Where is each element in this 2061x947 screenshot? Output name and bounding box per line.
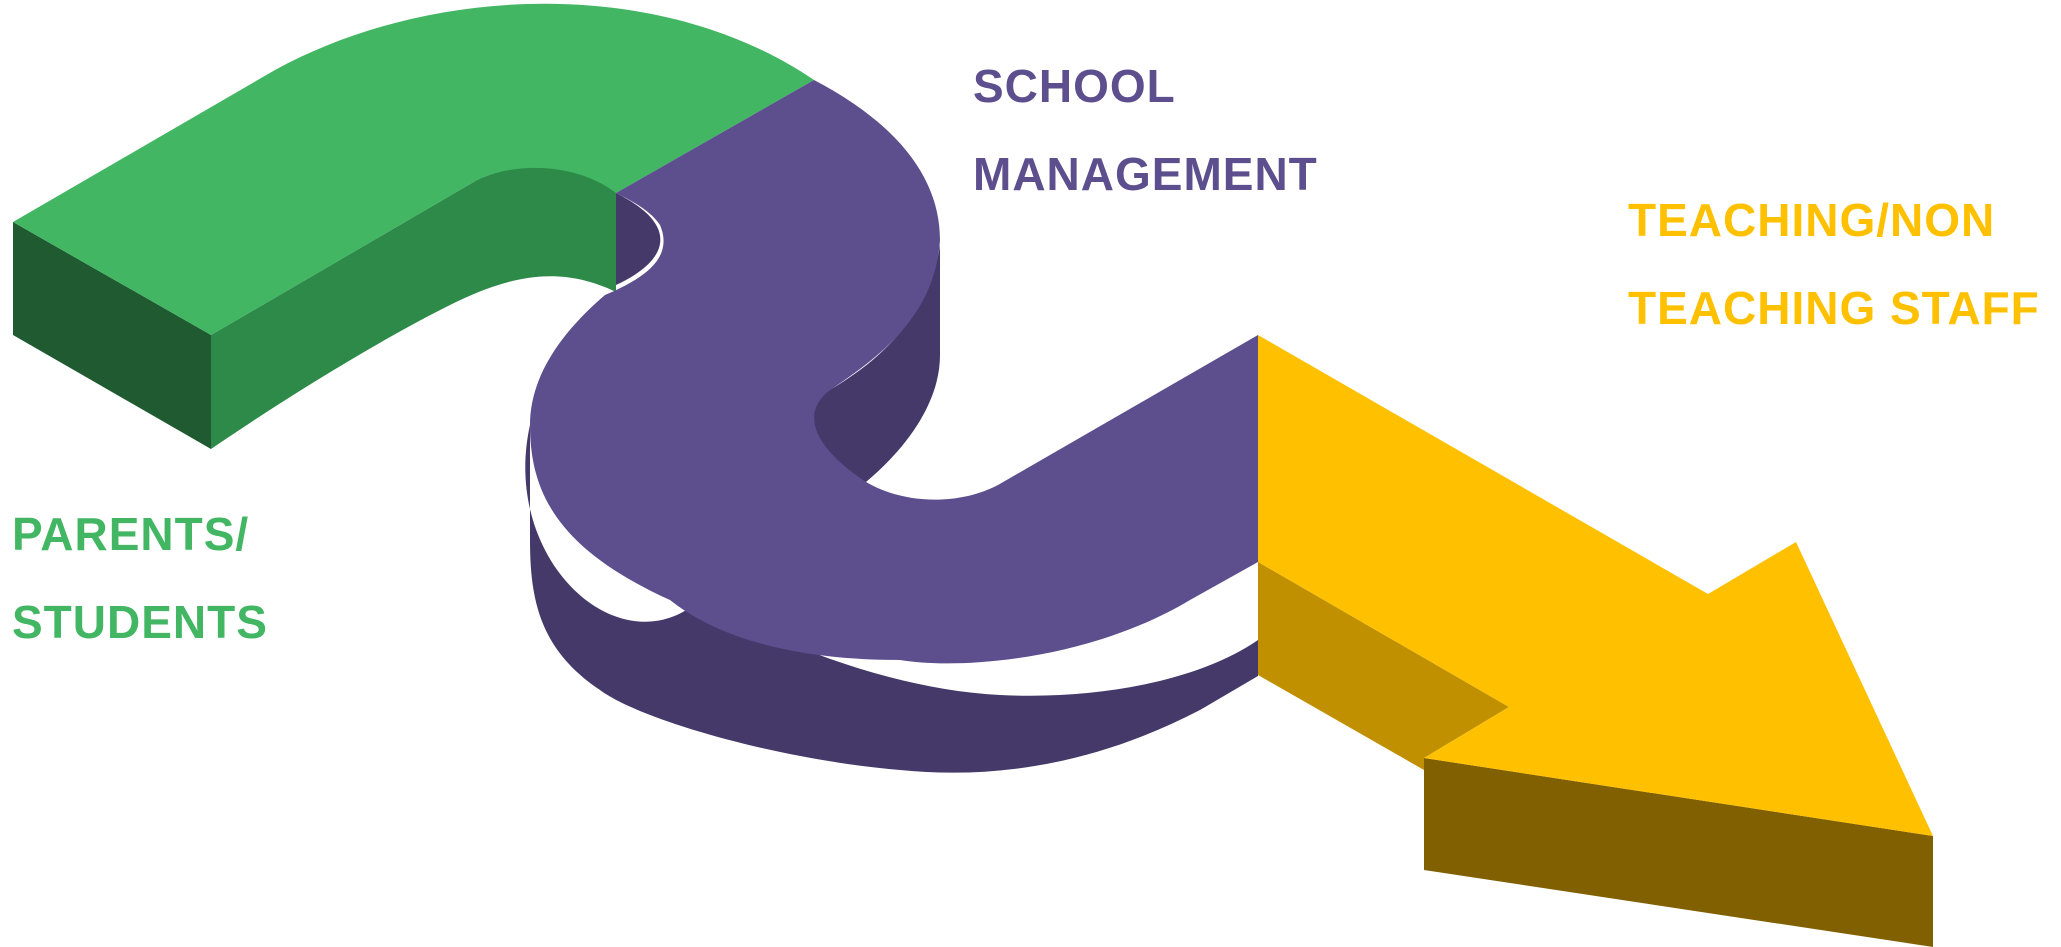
parents-label-line-1: PARENTS/ [12, 508, 250, 560]
purple-top-face [530, 80, 1258, 664]
school-label-line-1: SCHOOL [973, 60, 1176, 112]
yellow-bottom-face [1424, 758, 1933, 947]
purple-outer-wall [525, 425, 1258, 773]
yellow-inner-wall [1258, 562, 1509, 770]
green-segment [13, 3, 814, 449]
school-label-line-2: MANAGEMENT [973, 148, 1318, 200]
teaching-label-line-2: TEACHING STAFF [1628, 282, 2040, 334]
parents-label-line-2: STUDENTS [12, 596, 268, 648]
green-top-face [13, 3, 814, 335]
purple-segment [525, 80, 1258, 773]
school-management-label: SCHOOL MANAGEMENT [973, 42, 1318, 218]
yellow-top-face [1258, 335, 1933, 836]
green-inner-wall [211, 165, 616, 449]
purple-back-wall [616, 193, 661, 285]
teaching-label-line-1: TEACHING/NON [1628, 194, 1996, 246]
yellow-segment [1258, 335, 1933, 947]
teaching-staff-label: TEACHING/NON TEACHING STAFF [1628, 176, 2040, 352]
purple-inner-wall [806, 245, 940, 482]
parents-students-label: PARENTS/ STUDENTS [12, 490, 268, 666]
green-end-face [13, 222, 211, 449]
